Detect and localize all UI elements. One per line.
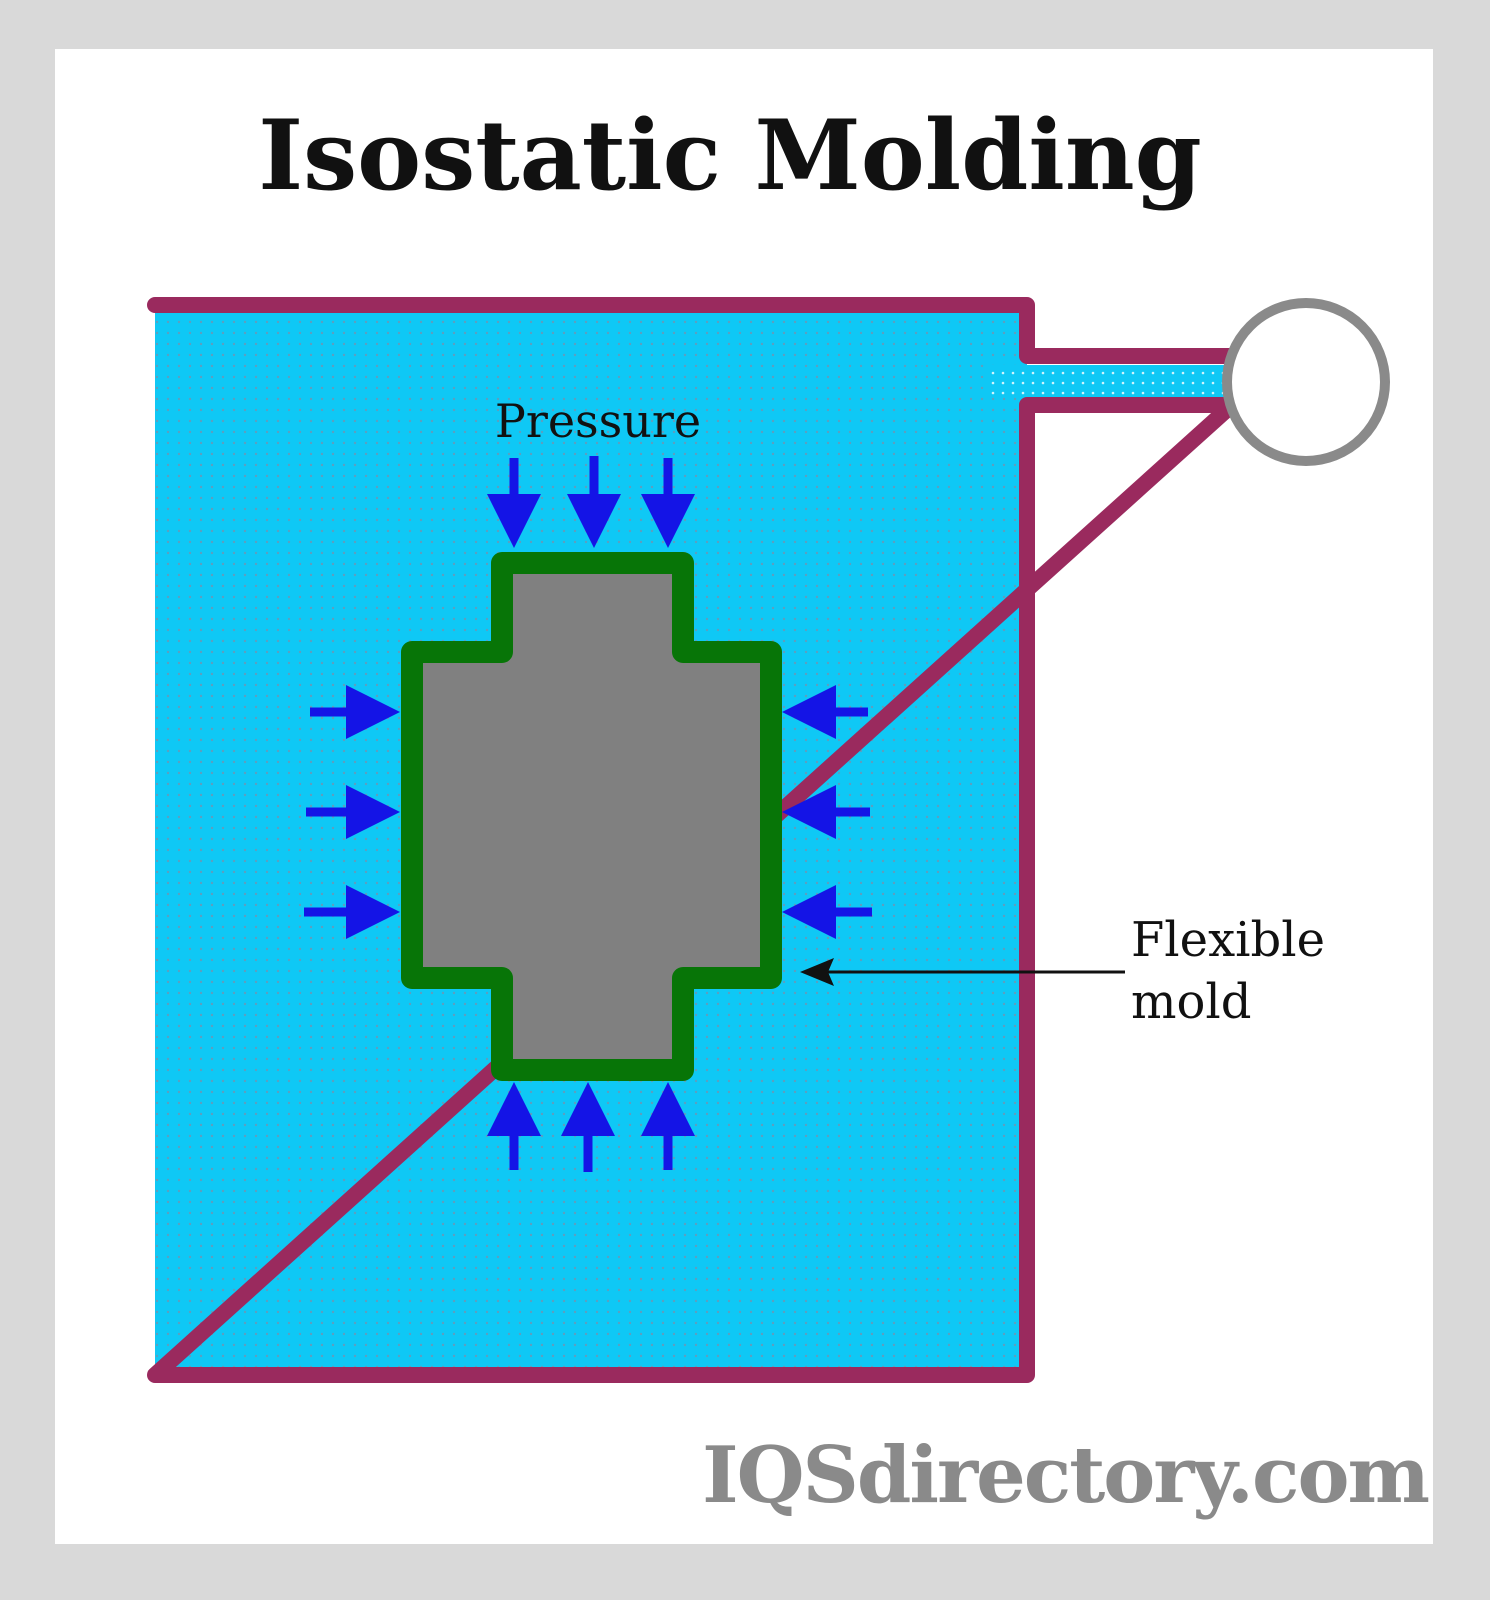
watermark-logo: IQSdirectory.com — [702, 1430, 1430, 1521]
part-gray — [412, 563, 771, 1070]
flexible-mold — [401, 552, 782, 1081]
flexible-mold-label-line1: Flexible — [1131, 912, 1325, 968]
flexible-mold-callout: Flexible mold — [800, 912, 1325, 1030]
pressure-arrows — [304, 456, 872, 1172]
pressure-gauge-icon — [1222, 298, 1390, 466]
callout-arrowhead — [800, 958, 834, 986]
inlet-pipe-fluid — [986, 365, 1226, 397]
pressure-label: Pressure — [495, 394, 701, 448]
flexible-mold-label-line2: mold — [1131, 974, 1252, 1030]
diagram-title: Isostatic Molding — [258, 99, 1202, 212]
